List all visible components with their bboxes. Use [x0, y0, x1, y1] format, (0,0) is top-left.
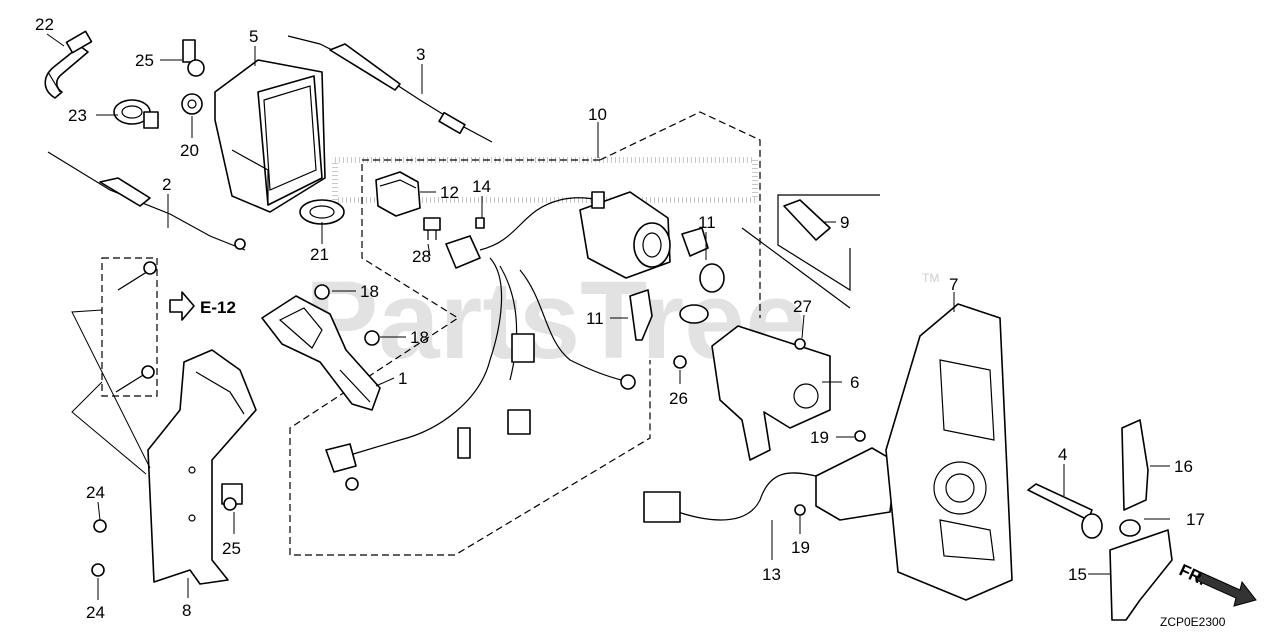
reference-e12: E-12 [169, 291, 236, 321]
key-11-top[interactable] [679, 227, 725, 324]
bracket-8[interactable] [147, 349, 257, 585]
plug-28[interactable] [423, 217, 441, 240]
screw-19-lower[interactable] [794, 504, 806, 516]
ring-17[interactable] [1119, 519, 1141, 537]
terminal-14[interactable] [475, 217, 485, 229]
relay-13[interactable] [643, 447, 897, 523]
callout-11: 11 [698, 213, 716, 232]
callout-4: 4 [1058, 445, 1067, 464]
bolt-guide-upper [71, 309, 151, 469]
dotted-band [332, 157, 758, 203]
callout-28: 28 [412, 247, 431, 266]
plate-16[interactable] [1121, 419, 1149, 511]
dashed-outlines [101, 111, 880, 556]
bolt-lower-left[interactable] [115, 365, 155, 393]
rubber-21[interactable] [299, 199, 345, 225]
cable-tie-22[interactable] [44, 30, 93, 99]
callout-8: 8 [182, 601, 191, 620]
callout-22: 22 [35, 15, 54, 34]
shaft-4[interactable] [1027, 483, 1103, 539]
bolt-18-upper[interactable] [314, 284, 330, 300]
callout-11: 11 [586, 309, 604, 328]
bolt-upper-left[interactable] [117, 261, 157, 291]
bolt-group-outline [101, 257, 158, 397]
trademark-mark: TM [922, 271, 939, 285]
panel-7[interactable] [885, 303, 1013, 601]
plate-15[interactable] [1109, 529, 1173, 621]
diagram-code: ZCP0E2300 [1160, 615, 1226, 629]
callout-25: 25 [135, 51, 154, 70]
clip-25-top[interactable] [182, 39, 205, 77]
screw-19-upper[interactable] [854, 430, 866, 442]
bolt-18-lower[interactable] [364, 330, 380, 346]
leader-lines [46, 33, 1170, 600]
front-direction-arrow: FR. [1176, 560, 1257, 607]
cover-box-5[interactable] [214, 59, 326, 213]
grommet-20[interactable] [181, 93, 203, 115]
callout-2: 2 [162, 175, 171, 194]
callout-13: 13 [762, 565, 781, 584]
callout-24: 24 [86, 483, 105, 502]
callout-17: 17 [1186, 510, 1205, 529]
callout-18: 18 [410, 328, 429, 347]
callout-9: 9 [840, 213, 849, 232]
watermark: PartsTree TM [305, 259, 939, 382]
callout-24: 24 [86, 603, 105, 622]
cover-9[interactable] [783, 199, 831, 241]
callout-12: 12 [440, 183, 459, 202]
callout-7: 7 [949, 275, 958, 294]
callout-15: 15 [1068, 565, 1087, 584]
ignition-switch[interactable] [579, 191, 671, 279]
callout-19: 19 [810, 428, 829, 447]
callout-21: 21 [310, 245, 329, 264]
callout-25: 25 [222, 539, 241, 558]
bolt-guide-lower [71, 381, 147, 475]
reference-label: E-12 [200, 298, 236, 317]
callout-18: 18 [360, 282, 379, 301]
callout-5: 5 [249, 27, 258, 46]
cover-lead [741, 227, 851, 309]
direction-label: FR. [1176, 560, 1209, 589]
callout-3: 3 [416, 45, 425, 64]
switch-group-outline [599, 111, 761, 318]
callout-6: 6 [850, 373, 859, 392]
cable-2[interactable] [47, 151, 246, 251]
screw-26[interactable] [673, 355, 687, 369]
callout-16: 16 [1174, 457, 1193, 476]
clip-25-bottom[interactable] [221, 483, 243, 511]
callout-1: 1 [398, 369, 407, 388]
cable-3[interactable] [287, 35, 493, 143]
callout-20: 20 [180, 141, 199, 160]
lever-1[interactable] [261, 295, 381, 411]
callout-10: 10 [588, 105, 607, 124]
callout-numbers: 22 25 5 3 23 20 2 10 12 14 21 28 11 9 7 … [35, 15, 1205, 622]
callout-23: 23 [68, 106, 87, 125]
wire-harness-10[interactable] [325, 197, 636, 491]
connector-12[interactable] [375, 171, 421, 217]
callout-14: 14 [472, 177, 491, 196]
callout-27: 27 [793, 297, 812, 316]
callout-26: 26 [669, 389, 688, 408]
screw-27[interactable] [794, 338, 806, 350]
clamp-23[interactable] [113, 99, 159, 129]
harness-group-outline [289, 159, 651, 556]
screw-24-upper[interactable] [93, 519, 107, 533]
screw-24-lower[interactable] [91, 563, 105, 577]
cover-group-outline [777, 194, 880, 292]
key-11-bottom[interactable] [629, 289, 653, 341]
callout-19: 19 [791, 538, 810, 557]
